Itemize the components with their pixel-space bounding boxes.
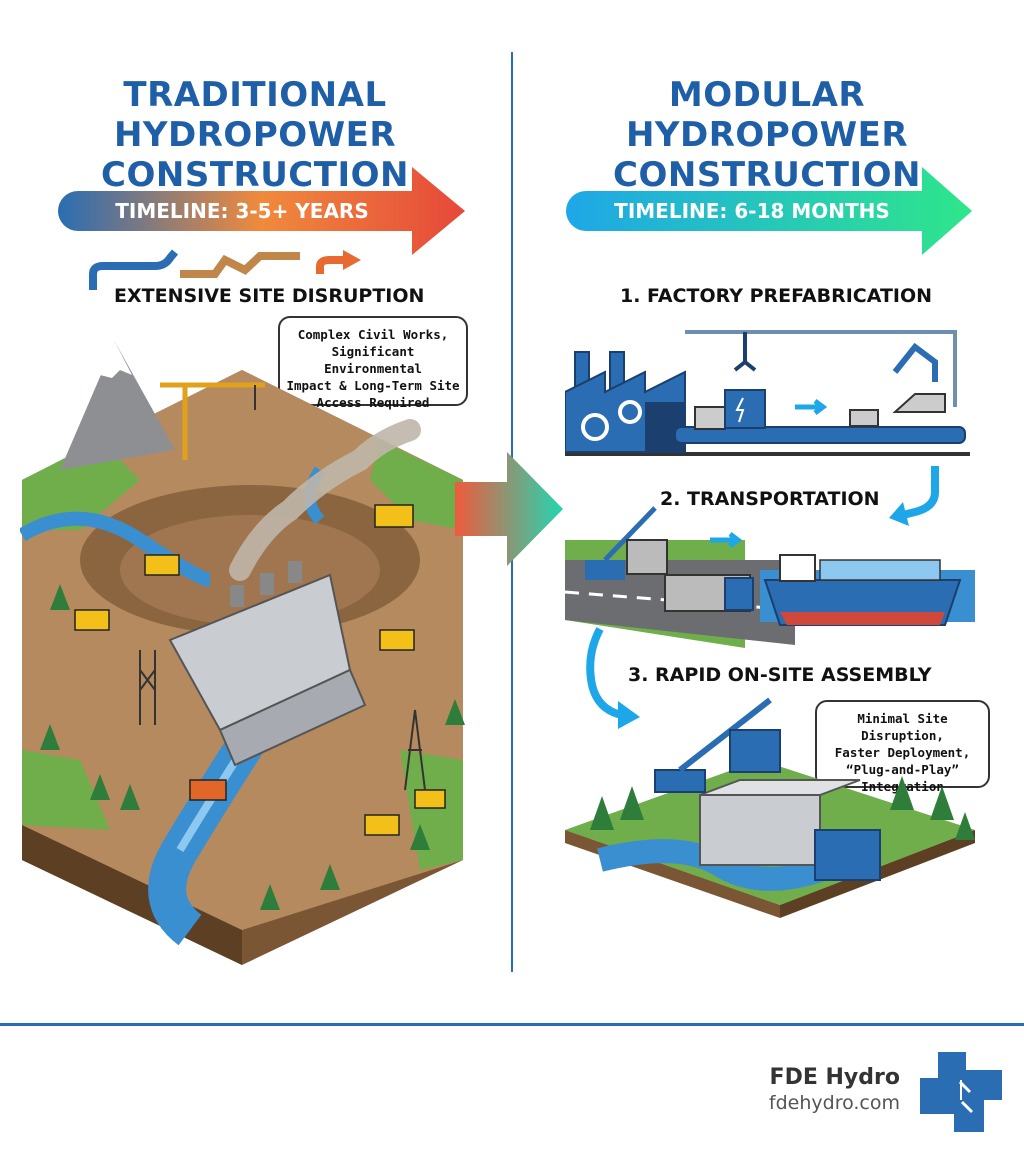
progress-squiggle-icon (89, 249, 361, 290)
step-transportation: 2. TRANSPORTATION (660, 488, 880, 510)
callout-line: Access Required (316, 395, 430, 410)
footer-divider (0, 1023, 1024, 1026)
traditional-title-line1: TRADITIONAL HYDROPOWER (113, 75, 397, 155)
modular-title-line2: CONSTRUCTION (613, 155, 921, 195)
transportation-illustration (565, 506, 975, 648)
callout-line: Minimal Site Disruption, (857, 711, 948, 743)
traditional-title-line2: CONSTRUCTION (101, 155, 409, 195)
modular-timeline-arrow: TIMELINE: 6-18 MONTHS (562, 167, 974, 255)
factory-prefabrication-illustration (565, 330, 970, 456)
traditional-subtitle: EXTENSIVE SITE DISRUPTION (114, 285, 425, 307)
step-factory-prefabrication: 1. FACTORY PREFABRICATION (620, 285, 933, 307)
callout-line: Faster Deployment, (834, 745, 971, 760)
traditional-construction-illustration (20, 342, 465, 965)
onsite-assembly-illustration (565, 697, 975, 918)
curved-down-arrow-icon-2 (586, 627, 640, 729)
brand-block: FDE Hydro fdehydro.com (769, 1065, 900, 1114)
brand-url[interactable]: fdehydro.com (768, 1092, 900, 1114)
traditional-callout: Complex Civil Works, Significant Environ… (278, 316, 468, 410)
traditional-timeline-arrow: TIMELINE: 3-5+ YEARS (52, 167, 467, 255)
callout-line: “Plug-and-Play” (846, 762, 959, 777)
traditional-title: TRADITIONAL HYDROPOWER CONSTRUCTION (20, 75, 490, 195)
timeline-arrow-shape (566, 167, 972, 255)
callout-line: Significant Environmental (324, 344, 422, 376)
brand-name: FDE Hydro (769, 1065, 900, 1090)
callout-line: Complex Civil Works, (297, 327, 449, 342)
modular-timeline-label: TIMELINE: 6-18 MONTHS (614, 199, 890, 223)
transition-arrow-icon (455, 452, 563, 566)
modular-callout: Minimal Site Disruption, Faster Deployme… (815, 700, 990, 794)
callout-line: Impact & Long-Term Site (286, 378, 460, 393)
modular-title-line1: MODULAR HYDROPOWER (625, 75, 909, 155)
curved-down-arrow-icon (889, 466, 939, 526)
modular-title: MODULAR HYDROPOWER CONSTRUCTION (532, 75, 1002, 195)
traditional-timeline-label: TIMELINE: 3-5+ YEARS (115, 199, 369, 223)
step-rapid-onsite-assembly: 3. RAPID ON-SITE ASSEMBLY (628, 664, 932, 686)
timeline-arrow-shape (58, 167, 465, 255)
fde-hydro-logo-icon (920, 1052, 1002, 1132)
